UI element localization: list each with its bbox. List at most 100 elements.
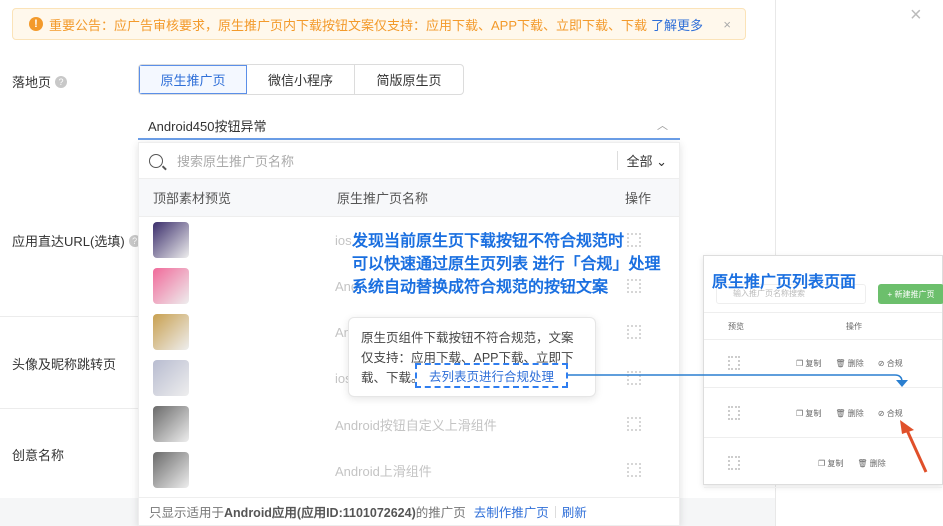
table-row[interactable]: ios [139, 355, 679, 401]
learn-more-link[interactable]: 了解更多 [651, 17, 704, 33]
chevron-down-icon: ⌄ [656, 154, 667, 169]
creative-name-label: 创意名称 [12, 448, 65, 463]
red-arrowhead-icon [900, 420, 914, 434]
mini-action-copy[interactable]: ❐ 复制 [796, 358, 821, 369]
col-name: 原生推广页名称 [337, 191, 429, 206]
check-circle-icon: ⊘ [877, 409, 885, 418]
trash-icon: 🗑 [835, 409, 846, 418]
table-row[interactable]: Android上滑组件 [139, 447, 679, 493]
dropdown-search[interactable]: 搜索原生推广页名称 全部 ⌄ [139, 143, 679, 179]
divider [0, 316, 138, 317]
qr-code-icon[interactable] [627, 371, 641, 385]
mini-action-copy[interactable]: ❐ 复制 [796, 408, 821, 419]
mini-list-title: 原生推广页列表页面 [712, 274, 857, 291]
divider [0, 408, 138, 409]
refresh-link[interactable]: 刷新 [561, 506, 587, 520]
connector-line [568, 374, 903, 383]
close-panel-icon[interactable]: × [910, 4, 922, 26]
thumbnail-image [153, 406, 189, 442]
qr-code-icon [728, 406, 740, 420]
thumbnail-image [153, 314, 189, 350]
thumbnail-image [153, 360, 189, 396]
landing-page-select[interactable]: Android450按钮异常 ︿ [138, 112, 680, 140]
qr-code-icon[interactable] [627, 463, 641, 477]
mini-table-row: ❐ 复制 🗑 删除 [704, 440, 942, 488]
qr-code-icon[interactable] [627, 325, 641, 339]
tab-simple-native[interactable]: 简版原生页 [376, 73, 442, 88]
label-text: 落地页 [12, 75, 52, 90]
new-page-button[interactable]: + 新建推广页 [878, 284, 943, 304]
copy-icon: ❐ [796, 359, 804, 368]
search-input[interactable]: 搜索原生推广页名称 [177, 154, 295, 169]
mini-action-copy[interactable]: ❐ 复制 [818, 458, 843, 469]
exclamation-icon: ! [29, 17, 43, 31]
create-page-link[interactable]: 去制作推广页 [473, 506, 549, 520]
arrow-down-icon [896, 380, 908, 387]
mini-action-trash[interactable]: 🗑 删除 [835, 358, 863, 369]
action-label: 删除 [869, 459, 886, 468]
annotation-text: 发现当前原生页下载按钮不符合规范时 可以快速通过原生页列表 进行「合规」处理 系… [352, 230, 660, 299]
page-name: Android按钮自定义上滑组件 [335, 417, 497, 433]
qr-code-icon[interactable] [627, 417, 641, 431]
qr-code-icon [728, 356, 740, 370]
copy-icon: ❐ [796, 409, 804, 418]
help-icon[interactable]: ? [128, 234, 141, 247]
mini-table-row: ❐ 复制 🗑 删除 ⊘ 合规 [704, 340, 942, 388]
trash-icon: 🗑 [835, 359, 846, 368]
page-name: Android上滑组件 [335, 463, 432, 479]
chevron-up-icon: ︿ [657, 120, 668, 132]
page-name: And [335, 278, 359, 294]
native-page-list-screenshot: 输入推广页名称搜索 原生推广页列表页面 + 新建推广页 预览 操作 ❐ 复制 🗑 … [703, 255, 943, 488]
col-action: 操作 [625, 191, 652, 206]
action-label: 合规 [886, 409, 903, 418]
tooltip-text: 原生页组件下载按钮不符合规范，文案仅支持：应用下载、APP下载、立即下载、下载。 [361, 331, 574, 385]
mini-col-action: 操作 [846, 322, 862, 331]
trash-icon: 🗑 [857, 459, 868, 468]
check-circle-icon: ⊘ [877, 359, 885, 368]
action-label: 合规 [886, 359, 903, 368]
app-url-label: 应用直达URL(选填)? [12, 231, 141, 250]
mini-action-trash[interactable]: 🗑 删除 [835, 408, 863, 419]
page-name: ios [335, 232, 352, 248]
table-row[interactable]: And [139, 263, 679, 309]
footer-text: 只显示适用于 [149, 506, 225, 520]
page-name: ios [335, 370, 352, 386]
footer-app-id: Android应用(应用ID:1101072624) [224, 506, 416, 520]
qr-code-icon [728, 456, 740, 470]
mini-table-row: ❐ 复制 🗑 删除 ⊘ 合规 [704, 390, 942, 438]
help-icon[interactable]: ? [55, 75, 68, 88]
mini-action-check-circle[interactable]: ⊘ 合规 [878, 408, 903, 419]
go-to-list-link[interactable]: 去列表页进行合规处理 [415, 363, 568, 388]
tab-native-page[interactable]: 原生推广页 [139, 65, 247, 94]
copy-icon: ❐ [818, 459, 826, 468]
table-row[interactable]: ios [139, 217, 679, 263]
action-label: 复制 [827, 459, 844, 468]
qr-code-icon[interactable] [627, 233, 641, 247]
thumbnail-image [153, 452, 189, 488]
avatar-jump-label: 头像及昵称跳转页 [12, 357, 117, 372]
thumbnail-image [153, 268, 189, 304]
red-arrow [904, 427, 928, 473]
action-label: 复制 [805, 409, 822, 418]
mini-table-header: 预览 操作 [704, 312, 942, 340]
thumbnail-image [153, 222, 189, 258]
landing-page-label: 落地页? [12, 72, 68, 91]
col-preview: 顶部素材预览 [153, 191, 232, 206]
announcement-text: 重要公告：应广告审核要求，原生推广页内下载按钮文案仅支持：应用下载、APP下载、… [49, 17, 648, 33]
annotation-line: 发现当前原生页下载按钮不符合规范时 [352, 233, 625, 250]
selected-value: Android450按钮异常 [148, 118, 267, 134]
action-label: 删除 [847, 409, 864, 418]
mini-action-check-circle[interactable]: ⊘ 合规 [878, 358, 903, 369]
table-row[interactable]: Android按钮自定义上滑组件 [139, 401, 679, 447]
mini-search-input[interactable]: 输入推广页名称搜索 [716, 284, 866, 304]
mini-action-trash[interactable]: 🗑 删除 [857, 458, 885, 469]
close-icon[interactable]: × [723, 16, 731, 32]
qr-code-icon[interactable] [627, 279, 641, 293]
action-label: 删除 [847, 359, 864, 368]
separator [554, 505, 556, 518]
tab-wechat-mini[interactable]: 微信小程序 [247, 65, 355, 94]
landing-type-tabs: 原生推广页 微信小程序 简版原生页 [138, 64, 464, 95]
filter-select[interactable]: 全部 ⌄ [617, 151, 667, 170]
